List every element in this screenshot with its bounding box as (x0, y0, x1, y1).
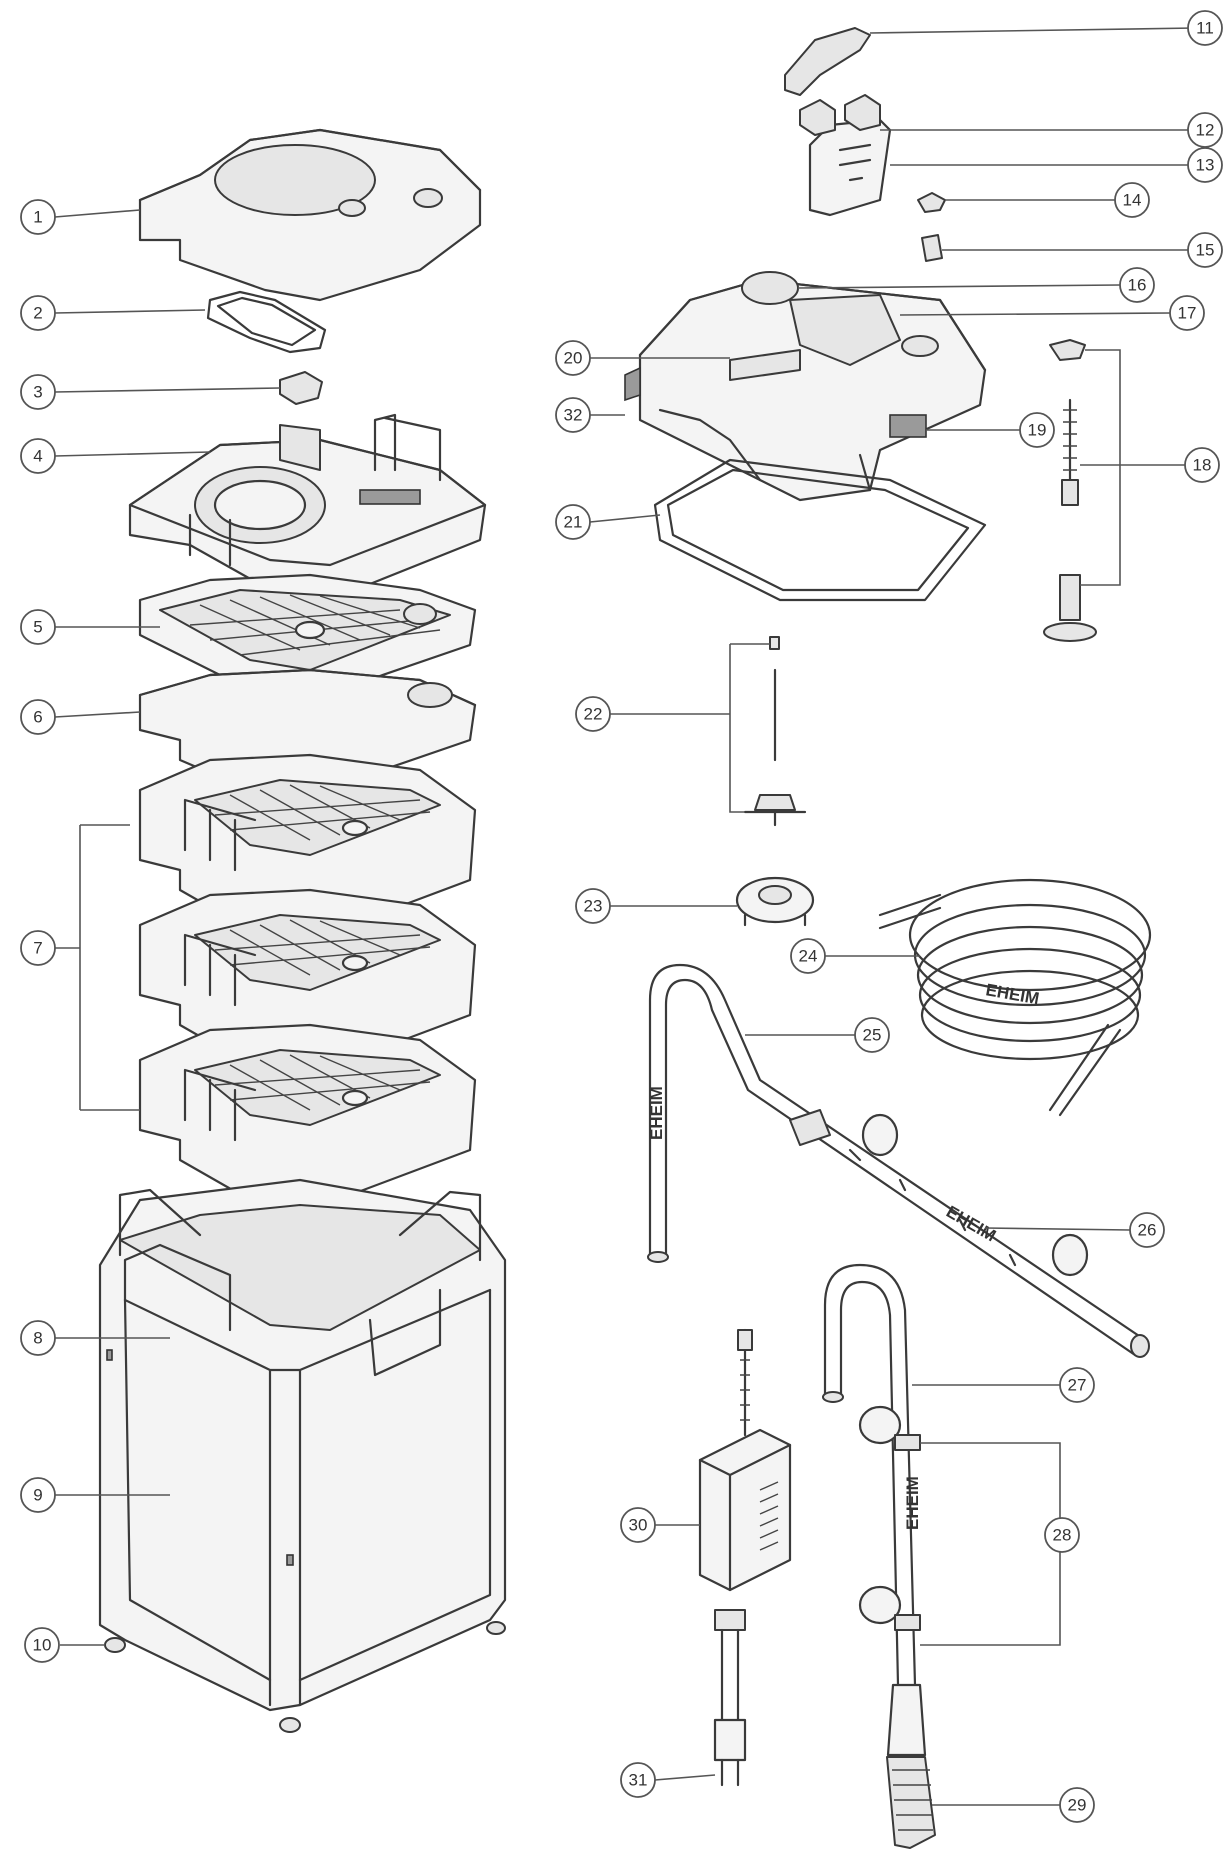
callout-32: 32 (555, 397, 591, 433)
callout-30: 30 (620, 1507, 656, 1543)
svg-text:17: 17 (1178, 304, 1197, 323)
foot-2 (279, 1717, 301, 1733)
intake-pipe-brand-mark: EHEIM (647, 1086, 666, 1140)
top-cover (138, 128, 482, 302)
svg-text:12: 12 (1196, 121, 1215, 140)
head-gasket (653, 458, 987, 602)
callout-6: 6 (20, 699, 56, 735)
callout-2: 2 (20, 295, 56, 331)
valve-adapter-block (799, 94, 892, 217)
callout-11: 11 (1187, 10, 1223, 46)
svg-text:1: 1 (33, 208, 42, 227)
impeller-assembly (743, 636, 807, 827)
callout-23: 23 (575, 888, 611, 924)
pump-head-housing (128, 413, 487, 602)
callout-29: 29 (1059, 1787, 1095, 1823)
svg-text:15: 15 (1196, 241, 1215, 260)
svg-text:22: 22 (584, 705, 603, 724)
svg-text:7: 7 (33, 939, 42, 958)
svg-text:32: 32 (564, 406, 583, 425)
svg-text:29: 29 (1068, 1796, 1087, 1815)
svg-text:24: 24 (799, 947, 818, 966)
outlet-pipe-brand-mark: EHEIM (903, 1476, 922, 1530)
svg-text:31: 31 (629, 1771, 648, 1790)
svg-text:28: 28 (1053, 1526, 1072, 1545)
callout-15: 15 (1187, 232, 1223, 268)
intake-strainer-set (1043, 339, 1097, 642)
svg-text:21: 21 (564, 513, 583, 532)
callout-24: 24 (790, 938, 826, 974)
callout-4: 4 (20, 438, 56, 474)
mains-cable (713, 1609, 747, 1787)
svg-text:13: 13 (1196, 156, 1215, 175)
hose-coil: EHEIM (878, 878, 1152, 1117)
svg-text:8: 8 (33, 1329, 42, 1348)
filter-basket-3 (138, 1023, 477, 1212)
svg-text:16: 16 (1128, 276, 1147, 295)
callout-7: 7 (20, 930, 56, 966)
svg-text:19: 19 (1028, 421, 1047, 440)
callout-26: 26 (1129, 1212, 1165, 1248)
callout-21: 21 (555, 504, 591, 540)
small-nozzle (921, 234, 943, 262)
spray-bar-brand-mark: EHEIM (943, 1202, 999, 1245)
svg-text:6: 6 (33, 708, 42, 727)
callout-22: 22 (575, 696, 611, 732)
callout-1: 1 (20, 199, 56, 235)
svg-text:4: 4 (33, 447, 42, 466)
callout-18: 18 (1184, 447, 1220, 483)
callout-13: 13 (1187, 147, 1223, 183)
callout-10: 10 (24, 1627, 60, 1663)
power-supply (698, 1328, 792, 1592)
outlet-pipe: EHEIM (822, 1263, 936, 1849)
svg-text:9: 9 (33, 1486, 42, 1505)
callout-19: 19 (1019, 412, 1055, 448)
svg-text:2: 2 (33, 304, 42, 323)
svg-text:26: 26 (1138, 1221, 1157, 1240)
foot-1 (104, 1637, 126, 1653)
svg-text:25: 25 (863, 1026, 882, 1045)
quick-release-clip (784, 27, 871, 96)
callout-25: 25 (854, 1017, 890, 1053)
callout-9: 9 (20, 1477, 56, 1513)
callout-20: 20 (555, 340, 591, 376)
cover-fastener (917, 192, 946, 213)
callout-27: 27 (1059, 1367, 1095, 1403)
foot-3 (486, 1621, 506, 1635)
callout-14: 14 (1114, 182, 1150, 218)
callout-16: 16 (1119, 267, 1155, 303)
svg-text:10: 10 (33, 1636, 52, 1655)
svg-text:18: 18 (1193, 456, 1212, 475)
svg-text:20: 20 (564, 349, 583, 368)
callout-5: 5 (20, 609, 56, 645)
callout-31: 31 (620, 1762, 656, 1798)
svg-text:5: 5 (33, 618, 42, 637)
svg-text:30: 30 (629, 1516, 648, 1535)
canister-body (98, 1178, 507, 1712)
svg-text:27: 27 (1068, 1376, 1087, 1395)
callout-12: 12 (1187, 112, 1223, 148)
callout-28: 28 (1044, 1517, 1080, 1553)
leader-lines (54, 27, 1196, 1806)
impeller-cover (735, 876, 815, 927)
cover-gasket (206, 290, 327, 354)
valve-cap (279, 371, 323, 405)
motor-head (624, 271, 987, 502)
svg-text:14: 14 (1123, 191, 1142, 210)
callout-17: 17 (1169, 295, 1205, 331)
callout-8: 8 (20, 1320, 56, 1356)
intake-pipe: EHEIM EHEIM (647, 963, 1150, 1358)
svg-text:3: 3 (33, 383, 42, 402)
svg-text:23: 23 (584, 897, 603, 916)
svg-text:11: 11 (1196, 19, 1214, 38)
prefilter-tray (138, 573, 477, 702)
callout-3: 3 (20, 374, 56, 410)
